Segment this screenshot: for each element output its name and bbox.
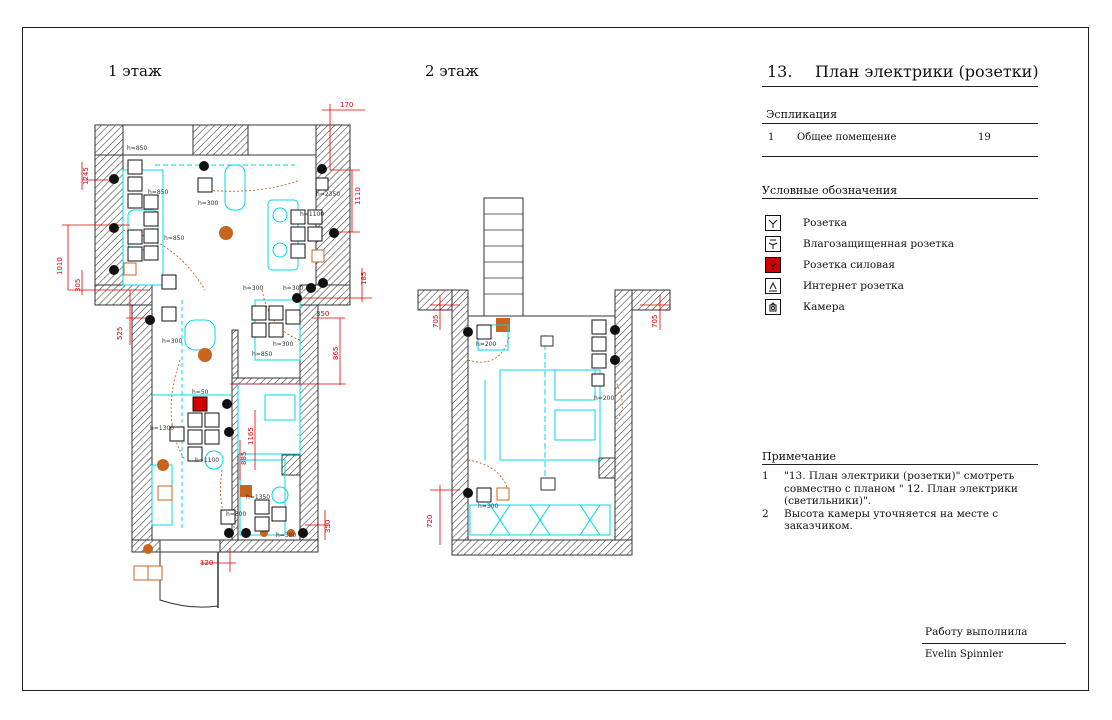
legend-rule — [762, 198, 1038, 199]
note-num: 1 — [762, 470, 769, 482]
explication-row-name: Общее помещение — [797, 132, 897, 143]
svg-text:1010: 1010 — [56, 257, 64, 275]
svg-text:h=50: h=50 — [192, 389, 209, 396]
legend-heading: Условные обозначения — [762, 184, 898, 197]
svg-text:525: 525 — [116, 327, 124, 340]
svg-text:1165: 1165 — [247, 427, 255, 445]
svg-text:h=300: h=300 — [478, 503, 498, 510]
title-underline — [762, 86, 1038, 87]
explication-bottom-rule — [762, 156, 1038, 157]
second-floor-label: 2 этаж — [425, 62, 479, 80]
socket-icon — [765, 215, 781, 231]
signature-name: Evelin Spinnler — [925, 649, 1004, 660]
legend-item-power-socket: Розетка силовая — [765, 256, 895, 274]
svg-text:h=1350: h=1350 — [246, 494, 270, 501]
svg-text:h=1100: h=1100 — [300, 211, 324, 218]
svg-text:705: 705 — [651, 315, 659, 328]
svg-text:h=300: h=300 — [162, 338, 182, 345]
svg-text:h=200: h=200 — [594, 395, 614, 402]
note-item: 2 Высота камеры уточняется на месте с зак… — [762, 508, 1042, 533]
svg-text:h=300: h=300 — [283, 285, 303, 292]
svg-text:h=300: h=300 — [276, 532, 296, 539]
svg-text:h=300: h=300 — [243, 285, 263, 292]
svg-text:170: 170 — [340, 101, 353, 109]
legend-item-label: Интернет розетка — [803, 280, 904, 292]
svg-text:h=1300: h=1300 — [150, 425, 174, 432]
signature-rule — [922, 643, 1066, 644]
legend-item-label: Камера — [803, 301, 845, 313]
waterproof-socket-icon — [765, 236, 781, 252]
svg-text:865: 865 — [332, 347, 340, 360]
explication-row-num: 1 — [768, 132, 775, 143]
svg-text:h=2350: h=2350 — [316, 191, 340, 198]
svg-text:705: 705 — [432, 315, 440, 328]
svg-text:885: 885 — [240, 452, 248, 465]
note-item: 1 "13. План электрики (розетки)" смотреть… — [762, 470, 1042, 508]
first-floor-plan: 170 1110 185 350 865 1165 350 120 1245 1… — [56, 101, 510, 608]
svg-text:h=850: h=850 — [164, 235, 184, 242]
sheet-title-text: План электрики (розетки) — [815, 62, 1039, 81]
sheet-number: 13. — [767, 62, 793, 81]
svg-text:h=850: h=850 — [252, 351, 272, 358]
svg-text:305: 305 — [74, 279, 82, 292]
svg-text:h=300: h=300 — [198, 200, 218, 207]
notes-list: 1 "13. План электрики (розетки)" смотреть… — [762, 470, 1042, 533]
svg-text:120: 120 — [200, 559, 213, 567]
legend-item-camera: Камера — [765, 298, 845, 316]
svg-text:350: 350 — [324, 520, 332, 533]
notes-rule — [762, 464, 1038, 465]
svg-text:h=850: h=850 — [127, 145, 147, 152]
svg-text:h=200: h=200 — [476, 341, 496, 348]
legend-item-waterproof-socket: Влагозащищенная розетка — [765, 235, 954, 253]
first-floor-label: 1 этаж — [108, 62, 162, 80]
signature-label: Работу выполнила — [925, 626, 1028, 638]
svg-text:h=300: h=300 — [273, 341, 293, 348]
legend-item-socket: Розетка — [765, 214, 847, 232]
sheet-title: 13. План электрики (розетки) — [767, 62, 1039, 81]
legend-item-internet-socket: Интернет розетка — [765, 277, 904, 295]
explication-heading: Эспликация — [766, 108, 838, 121]
svg-text:720: 720 — [426, 515, 434, 528]
svg-text:350: 350 — [316, 310, 329, 318]
notes-heading: Примечание — [762, 450, 837, 463]
svg-text:h=300: h=300 — [226, 511, 246, 518]
drawing-frame — [22, 27, 1089, 691]
note-text: Высота камеры уточняется на месте с зака… — [784, 507, 999, 533]
svg-text:1245: 1245 — [82, 167, 90, 185]
legend-item-label: Розетка — [803, 217, 847, 229]
note-num: 2 — [762, 507, 769, 520]
explication-row-value: 19 — [978, 132, 991, 143]
note-text: "13. План электрики (розетки)" смотреть … — [784, 470, 1018, 507]
svg-text:h=1100: h=1100 — [195, 457, 219, 464]
explication-top-rule — [762, 123, 1038, 124]
svg-text:1110: 1110 — [354, 187, 362, 205]
svg-text:h=850: h=850 — [148, 189, 168, 196]
camera-icon — [765, 299, 781, 315]
svg-text:185: 185 — [360, 272, 368, 285]
internet-socket-icon — [765, 278, 781, 294]
second-floor-plan: 705 705 720 h=200 h=200 h=300 — [417, 197, 671, 556]
legend-item-label: Розетка силовая — [803, 259, 895, 271]
power-socket-icon — [765, 257, 781, 273]
legend-item-label: Влагозащищенная розетка — [803, 238, 955, 250]
